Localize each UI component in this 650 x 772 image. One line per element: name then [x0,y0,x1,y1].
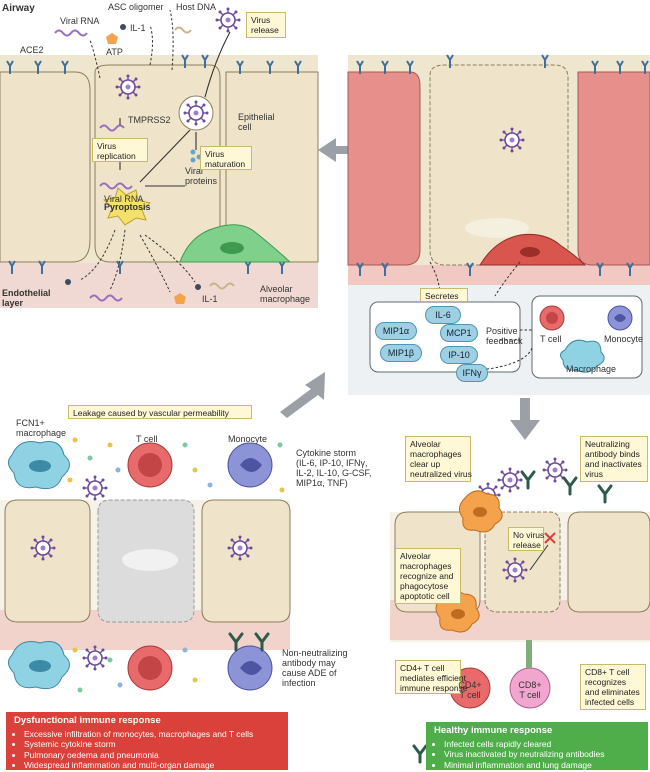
il1-top-label: IL-1 [130,23,146,33]
virus-maturation-box: Virus maturation [200,146,252,170]
cytokine-ip10: IP-10 [440,346,478,364]
healthy-item: Virus inactivated by neutralizing antibo… [444,749,640,760]
atp-label: ATP [106,47,123,57]
healthy-item: Infected cells rapidly cleared [444,739,640,750]
alveolar-macrophage-label: Alveolar macrophage [260,284,311,304]
monocyte-right-label: Monocyte [604,334,644,344]
alveolar-clear-box: Alveolar macrophages clear up neutralize… [405,436,472,482]
cytokine-mip1b: MIP1β [380,344,422,362]
cd4-mediates-box: CD4+ T cell mediates efficient immune re… [395,660,468,694]
endothelial-label: Endothelial layer [2,288,51,308]
cd8-recognizes-box: CD8+ T cell recognizes and eliminates in… [580,664,646,710]
healthy-title: Healthy immune response [434,725,553,736]
t-cell-right-label: T cell [540,334,562,344]
ace2-label: ACE2 [20,45,44,55]
virus-replication-box: Virus replication [92,138,148,162]
secretes-box: Secretes [420,288,468,302]
non-neutralizing-label: Non-neutralizing antibody may cause ADE … [282,648,348,688]
no-virus-release-box: No virus release [508,527,544,551]
neutralizing-box: Neutralizing antibody binds and inactiva… [580,436,648,482]
healthy-item: Minimal inflammation and lung damage [444,760,640,771]
cytokine-mcp1: MCP1 [440,324,478,342]
positive-feedback-label: Positive feedback [486,326,523,346]
t-cell-left-label: T cell [136,434,158,444]
epithelial-cell-label: Epithelial cell [238,112,275,132]
virus-release-box: Virus release [246,12,286,38]
tmprss2-label: TMPRSS2 [128,115,171,125]
dysfunctional-item: Systemic cytokine storm [24,739,280,750]
cd8-label: CD8+ T cell [518,680,542,700]
dysfunctional-item: Excessive infiltration of monocytes, mac… [24,729,280,740]
dysfunctional-title: Dysfunctional immune response [14,715,161,726]
arrow-a-to-b [318,138,348,162]
asc-oligomer-label: ASC oligomer [108,2,164,12]
cytokine-ifng: IFNγ [456,364,488,382]
alveolar-recognize-box: Alveolar macrophages recognize and phago… [395,548,461,604]
cytokine-il6: IL-6 [425,306,461,324]
cytokine-mip1a: MIP1α [375,322,417,340]
dysfunctional-item: Widespread inflammation and multi-organ … [24,760,280,771]
pyroptosis-label: Pyroptosis [104,202,151,212]
macrophage-right-label: Macrophage [566,364,617,374]
arrow-b-to-d [510,398,540,440]
fcn1-macrophage-label: FCN1+ macrophage [16,418,67,438]
dysfunctional-summary: Dysfunctional immune response Excessive … [6,712,288,770]
viral-rna-mid-label: Viral RNA [104,194,144,204]
viral-rna-top-label: Viral RNA [60,16,100,26]
dysfunctional-item: Pulmonary oedema and pneumonia [24,750,280,761]
leakage-box: Leakage caused by vascular permeability [68,405,252,419]
cytokine-storm-label: Cytokine storm (IL-6, IP-10, IFNγ, IL-2,… [296,448,372,488]
monocyte-left-label: Monocyte [228,434,268,444]
viral-proteins-label: Viral proteins [185,166,218,186]
healthy-summary: Healthy immune response Infected cells r… [426,722,648,770]
panel-c [0,437,291,693]
arrow-b-to-c [280,372,325,418]
panel-b [347,54,650,395]
panel-d [390,456,650,764]
cd4-label: CD4+ T cell [458,680,482,700]
panel-a [0,6,319,308]
il1-bottom-label: IL-1 [202,294,218,304]
host-dna-label: Host DNA [176,2,217,12]
airway-label: Airway [2,3,35,14]
